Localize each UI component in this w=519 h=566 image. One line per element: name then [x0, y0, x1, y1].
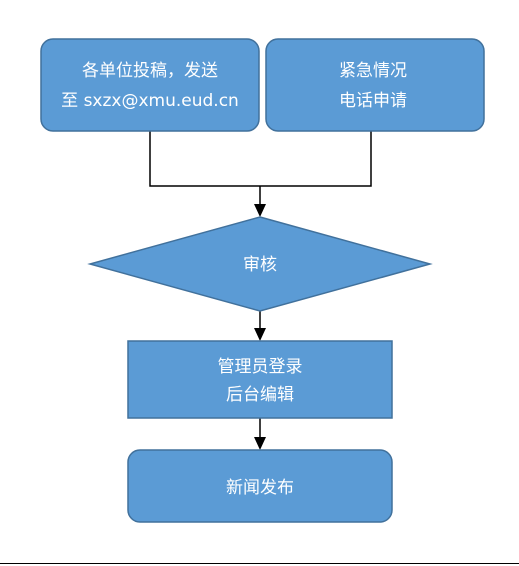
node-review: 审核	[87, 216, 433, 312]
arrow-into-publish	[254, 437, 266, 450]
connector-submit-to-merge	[149, 131, 260, 187]
bottom-rule	[0, 563, 519, 564]
publish-box	[127, 449, 393, 523]
emergency-box	[265, 38, 485, 132]
arrow-into-admin-edit	[254, 328, 266, 341]
review-label: 审核	[243, 255, 277, 275]
emergency-line1: 紧急情况	[339, 61, 407, 81]
admin-edit-line1: 管理员登录	[218, 357, 303, 377]
connectors	[149, 131, 372, 450]
submission-line1: 各单位投稿，发送	[82, 61, 218, 81]
review-diamond	[87, 216, 433, 312]
arrow-into-review	[254, 204, 266, 217]
admin-edit-line2: 后台编辑	[226, 385, 294, 405]
node-submission: 各单位投稿，发送 至 sxzx@xmu.eud.cn	[40, 38, 260, 132]
connector-emergency-to-merge	[260, 131, 372, 187]
submission-box	[40, 38, 260, 132]
node-admin-edit: 管理员登录 后台编辑	[127, 340, 393, 419]
admin-edit-box	[127, 340, 393, 419]
submission-line2: 至 sxzx@xmu.eud.cn	[61, 91, 239, 111]
emergency-line2: 电话申请	[339, 91, 407, 111]
node-emergency: 紧急情况 电话申请	[265, 38, 485, 132]
publish-label: 新闻发布	[226, 478, 294, 498]
node-publish: 新闻发布	[127, 449, 393, 523]
